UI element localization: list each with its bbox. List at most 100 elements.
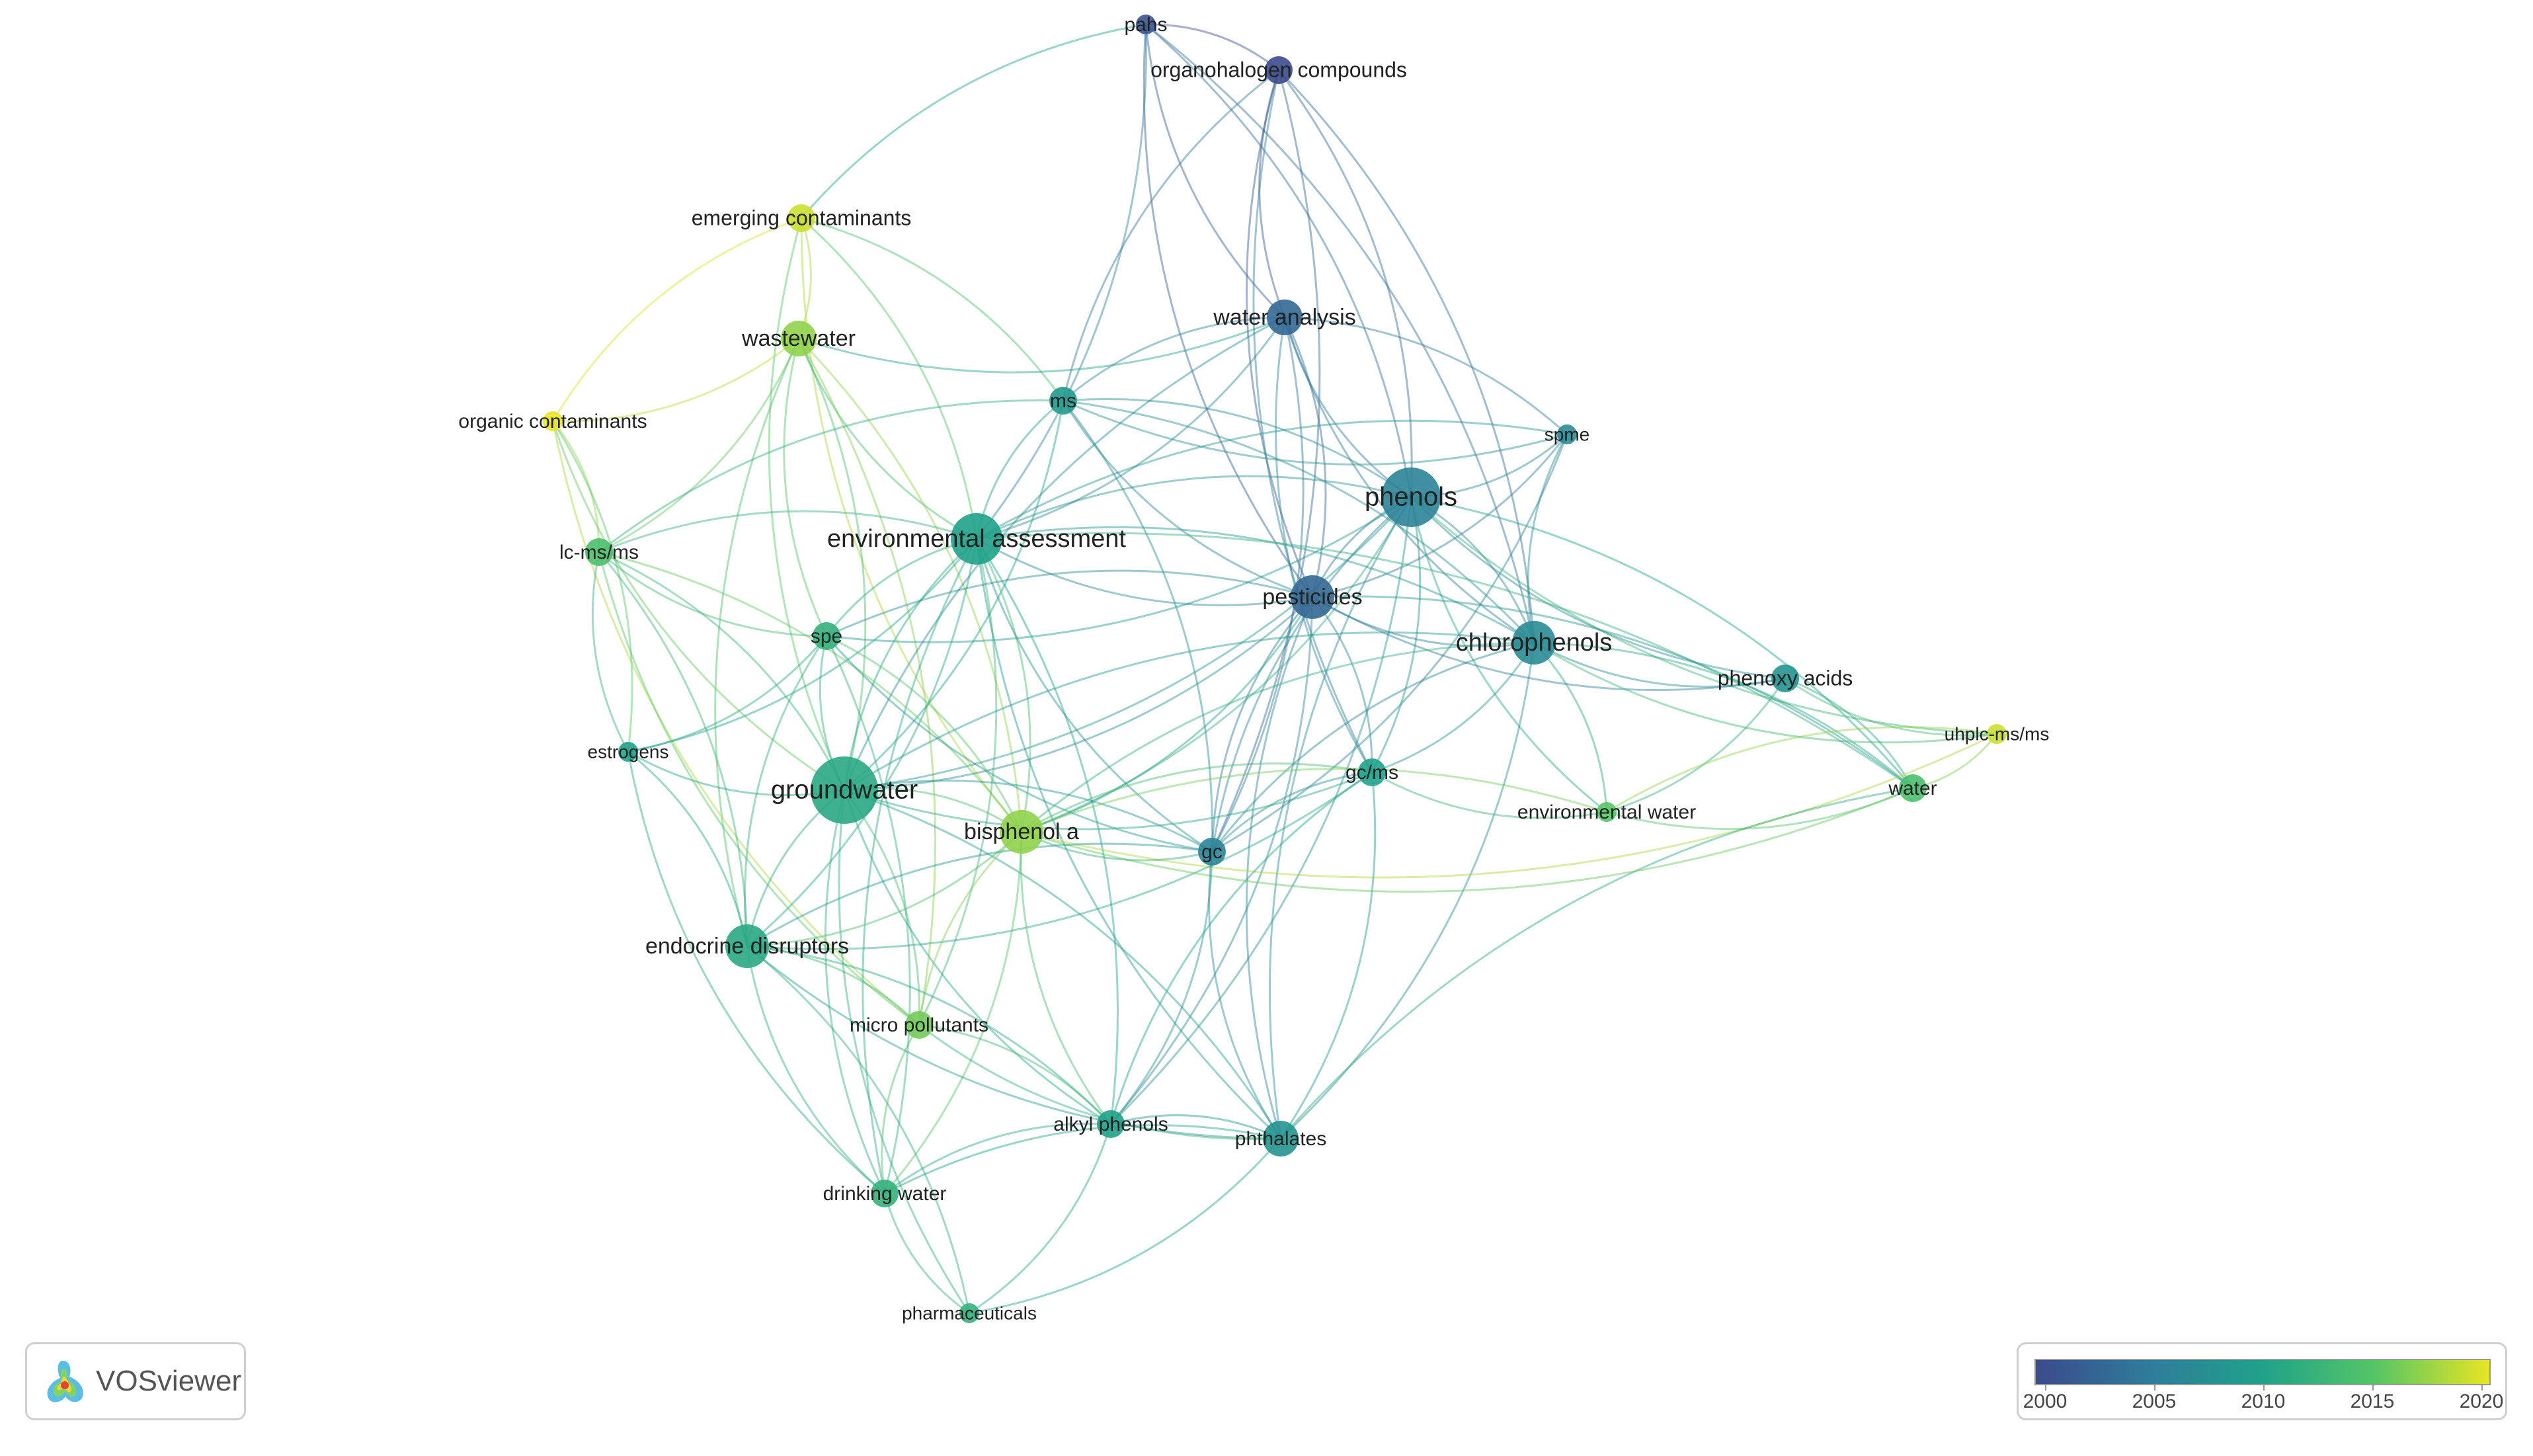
node-phthalates[interactable] xyxy=(1263,1121,1299,1156)
label-spe: spe xyxy=(811,626,842,647)
node-wateranalysis[interactable] xyxy=(1267,300,1303,335)
legend-tick-2010 xyxy=(2263,1385,2265,1391)
node-groundwater[interactable] xyxy=(811,756,878,824)
edge-phenols-groundwater xyxy=(844,496,1412,791)
edge-ms-lcmsms xyxy=(598,399,1064,553)
edge-spe-endocrine xyxy=(744,635,828,947)
edge-spme-pesticides xyxy=(1312,434,1568,598)
edge-phenols-spe xyxy=(826,496,1412,643)
edge-wateranalysis-envassess xyxy=(976,317,1286,540)
edge-pesticides-phenoxy xyxy=(1312,596,1786,692)
edge-envassess-groundwater xyxy=(843,538,978,791)
edge-phenoxy-uhplc xyxy=(1785,677,1997,737)
edge-organohalogen-wateranalysis xyxy=(1258,69,1286,318)
node-gc[interactable] xyxy=(1198,838,1226,866)
edge-gc-phthalates xyxy=(1208,851,1282,1139)
edge-endocrine-pharma xyxy=(746,945,971,1314)
label-bisphenol: bisphenol a xyxy=(964,819,1079,844)
legend-label-2015: 2015 xyxy=(2350,1391,2395,1412)
node-wastewater[interactable] xyxy=(781,321,817,356)
node-estrogens[interactable] xyxy=(618,742,638,762)
label-phthalates: phthalates xyxy=(1235,1128,1326,1150)
edge-pesticides-water xyxy=(1312,595,1913,789)
edge-wastewater-wateranalysis xyxy=(798,316,1285,374)
edge-pesticides-gc xyxy=(1211,596,1314,852)
node-alkyl[interactable] xyxy=(1097,1110,1125,1138)
edge-bisphenol-envwater xyxy=(1021,768,1607,833)
edge-groundwater-phthalates xyxy=(844,789,1282,1139)
label-ms: ms xyxy=(1050,390,1076,412)
edge-wastewater-endocrine xyxy=(714,338,800,947)
legend-tick-2020 xyxy=(2481,1385,2483,1391)
edge-micro-alkyl xyxy=(918,1024,1112,1125)
edge-spme-gc xyxy=(1211,434,1568,853)
edge-spme-envassess xyxy=(976,419,1568,540)
edge-drinking-pharma xyxy=(883,1193,970,1314)
node-lcmsms[interactable] xyxy=(585,538,613,566)
edge-phenols-water xyxy=(1410,496,1914,789)
label-envassess: environmental assessment xyxy=(827,525,1126,553)
edge-uhplc-bisphenol xyxy=(1021,733,1997,879)
node-chlorophenols[interactable] xyxy=(1512,621,1556,665)
node-emerging[interactable] xyxy=(787,204,815,232)
node-spe[interactable] xyxy=(813,622,840,650)
edge-lcmsms-bisphenol xyxy=(598,551,1023,832)
node-gcms[interactable] xyxy=(1358,758,1386,786)
edge-organohalogen-gcms xyxy=(1252,69,1373,773)
edge-lcmsms-estrogens xyxy=(591,551,629,752)
edge-bisphenol-drinking xyxy=(883,831,1023,1194)
node-phenols[interactable] xyxy=(1381,467,1441,527)
edge-endocrine-alkyl xyxy=(746,945,1112,1125)
node-organiccont[interactable] xyxy=(543,411,563,431)
edge-wastewater-bisphenol xyxy=(797,337,1023,832)
edge-bisphenol-gc xyxy=(1021,830,1213,862)
edge-alkyl-pharma xyxy=(969,1123,1112,1314)
edge-ms-pesticides xyxy=(1062,400,1313,598)
edge-organiccont-estrogens xyxy=(551,421,633,752)
edge-wastewater-spe xyxy=(783,338,828,637)
node-organohalogen[interactable] xyxy=(1265,56,1293,84)
edge-envassess-water xyxy=(976,532,1913,789)
label-wateranalysis: water analysis xyxy=(1213,305,1355,330)
node-envassess[interactable] xyxy=(951,513,1002,565)
label-gcms: gc/ms xyxy=(1346,762,1398,784)
edge-emerging-organiccont xyxy=(551,217,802,422)
label-groundwater: groundwater xyxy=(771,776,918,805)
node-spme[interactable] xyxy=(1557,425,1577,444)
label-phenols: phenols xyxy=(1365,483,1457,512)
edge-envassess-estrogens xyxy=(627,538,978,753)
node-drinking[interactable] xyxy=(871,1180,899,1207)
edge-chlorophenols-gcms xyxy=(1371,642,1535,774)
edge-wastewater-organiccont xyxy=(552,337,799,423)
label-spme: spme xyxy=(1545,424,1589,444)
node-bisphenol[interactable] xyxy=(1000,810,1043,854)
node-water[interactable] xyxy=(1899,774,1927,802)
edge-spe-gc xyxy=(825,635,1213,853)
node-pharma[interactable] xyxy=(959,1303,979,1323)
edge-groundwater-pharma xyxy=(838,789,971,1314)
edge-ms-phenols xyxy=(1063,398,1412,499)
node-endocrine[interactable] xyxy=(725,924,769,968)
node-envwater[interactable] xyxy=(1597,802,1617,822)
legend-tick-2000 xyxy=(2045,1385,2046,1391)
node-layer xyxy=(543,15,2007,1323)
edge-estrogens-drinking xyxy=(627,751,885,1195)
node-pahs[interactable] xyxy=(1136,15,1156,34)
edge-emerging-ms xyxy=(801,217,1065,401)
edge-estrogens-endocrine xyxy=(627,750,748,947)
edge-wastewater-lcmsms xyxy=(598,338,800,553)
edge-gc-alkyl xyxy=(1109,851,1213,1125)
edge-phenols-phthalates xyxy=(1268,497,1412,1139)
edge-gcms-alkyl xyxy=(1109,771,1373,1125)
node-phenoxy[interactable] xyxy=(1771,665,1799,692)
node-micro[interactable] xyxy=(905,1011,933,1039)
node-pesticides[interactable] xyxy=(1291,575,1334,619)
node-uhplc[interactable] xyxy=(1987,724,2007,744)
edge-wateranalysis-spme xyxy=(1284,316,1568,436)
node-ms[interactable] xyxy=(1049,387,1077,415)
edge-micro-phthalates xyxy=(918,1024,1281,1141)
edge-phenols-envassess xyxy=(976,475,1412,540)
